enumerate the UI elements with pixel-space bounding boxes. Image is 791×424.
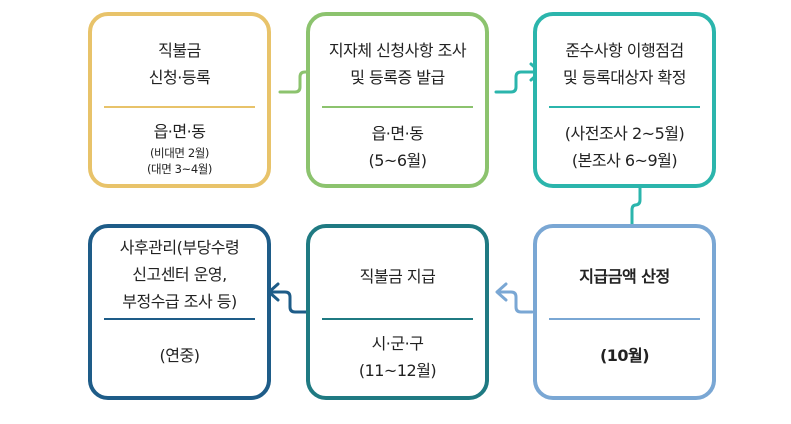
step-title-line: 및 등록증 발급 bbox=[350, 68, 445, 87]
step-detail: 시·군·구 (11~12월) bbox=[310, 330, 485, 384]
step-detail-line: 읍·면·동 bbox=[153, 122, 206, 141]
step-divider bbox=[104, 106, 255, 108]
step-note-line: (비대면 2월) bbox=[149, 146, 210, 160]
step-title: 직불금 신청·등록 bbox=[92, 24, 267, 104]
arrow-step3-to-step4 bbox=[630, 186, 642, 238]
step-detail: (연중) bbox=[92, 342, 267, 369]
step-title-line: 준수사항 이행점검 bbox=[565, 41, 684, 60]
step-detail: 읍·면·동 (비대면 2월) (대면 3~4월) bbox=[92, 118, 267, 177]
step-title-line: 지급금액 산정 bbox=[579, 266, 670, 286]
step-detail-line: (사전조사 2~5월) bbox=[564, 124, 685, 143]
step-detail: 읍·면·동 (5~6월) bbox=[310, 120, 485, 174]
step-title-line: 직불금 bbox=[158, 41, 201, 60]
arrow-step2-to-step3 bbox=[494, 70, 541, 94]
step-detail-line: 시·군·구 bbox=[371, 334, 424, 353]
step-title-line: 직불금 지급 bbox=[359, 266, 436, 286]
step-title-line: 신청·등록 bbox=[148, 68, 211, 87]
step-divider bbox=[549, 318, 700, 320]
step-detail: (10월) bbox=[537, 342, 712, 369]
step-box-3: 준수사항 이행점검 및 등록대상자 확정 (사전조사 2~5월) (본조사 6~… bbox=[533, 12, 716, 188]
step-box-2: 지자체 신청사항 조사 및 등록증 발급 읍·면·동 (5~6월) bbox=[306, 12, 489, 188]
step-divider bbox=[322, 318, 473, 320]
step-title: 지급금액 산정 bbox=[537, 236, 712, 316]
step-title: 사후관리(부당수령 신고센터 운영, 부정수급 조사 등) bbox=[92, 232, 267, 316]
step-box-1: 직불금 신청·등록 읍·면·동 (비대면 2월) (대면 3~4월) bbox=[88, 12, 271, 188]
arrow-step5-to-step6 bbox=[268, 290, 308, 314]
step-detail-line: (본조사 6~9월) bbox=[571, 151, 678, 170]
arrowhead-step4-to-step5 bbox=[495, 282, 508, 302]
step-box-5: 직불금 지급 시·군·구 (11~12월) bbox=[306, 224, 489, 400]
step-detail-line: 읍·면·동 bbox=[371, 124, 424, 143]
step-title: 직불금 지급 bbox=[310, 236, 485, 316]
step-divider bbox=[322, 106, 473, 108]
step-note-line: (대면 3~4월) bbox=[146, 162, 213, 176]
step-detail-line: (5~6월) bbox=[368, 151, 427, 170]
step-title-line: 신고센터 운영, bbox=[132, 264, 227, 284]
step-divider bbox=[104, 318, 255, 320]
step-title-line: 지자체 신청사항 조사 bbox=[328, 41, 467, 60]
arrow-step1-to-step2 bbox=[278, 70, 322, 94]
step-title: 지자체 신청사항 조사 및 등록증 발급 bbox=[310, 24, 485, 104]
step-title-line: 부정수급 조사 등) bbox=[122, 291, 237, 311]
step-divider bbox=[549, 106, 700, 108]
step-detail: (사전조사 2~5월) (본조사 6~9월) bbox=[537, 120, 712, 174]
arrow-step4-to-step5 bbox=[496, 290, 534, 314]
step-box-4: 지급금액 산정 (10월) bbox=[533, 224, 716, 400]
step-detail-line: (연중) bbox=[159, 346, 200, 365]
step-detail-line: (10월) bbox=[599, 346, 650, 365]
step-detail-line: (11~12월) bbox=[358, 361, 437, 380]
step-title-line: 및 등록대상자 확정 bbox=[563, 68, 686, 87]
step-title-line: 사후관리(부당수령 bbox=[119, 237, 240, 257]
step-title: 준수사항 이행점검 및 등록대상자 확정 bbox=[537, 24, 712, 104]
step-box-6: 사후관리(부당수령 신고센터 운영, 부정수급 조사 등) (연중) bbox=[88, 224, 271, 400]
